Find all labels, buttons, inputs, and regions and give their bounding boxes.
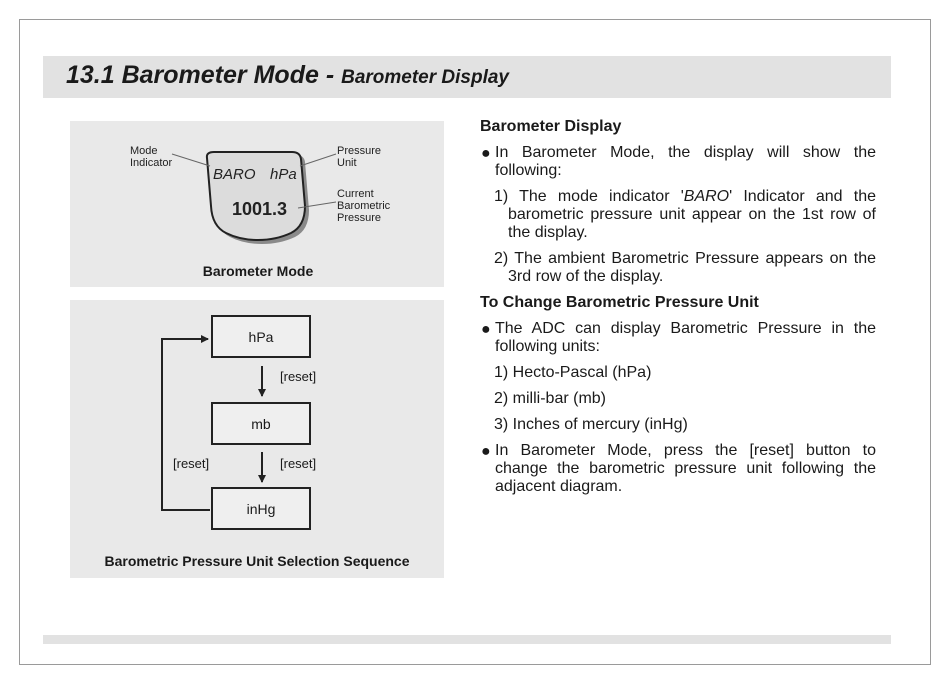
item-emphasis: BARO [683, 188, 730, 205]
unit-box-mb: mb [211, 402, 311, 445]
bullet-press-reset: ● In Barometer Mode, press the [reset] b… [480, 442, 876, 496]
unit-list-item: 1) Hecto-Pascal (hPa) [494, 364, 652, 381]
heading-change-unit: To Change Barometric Pressure Unit [480, 294, 759, 311]
barometer-mode-caption: Barometer Mode [202, 263, 314, 279]
bullet-icon: ● [481, 443, 491, 460]
mode-leader-line [171, 153, 211, 167]
unit-list-item: 2) milli-bar (mb) [494, 390, 606, 407]
item-text: ' Indicator and the barometric pressure … [508, 188, 876, 241]
callout-line: Pressure [337, 212, 382, 224]
mode-indicator-callout: Mode Indicator [130, 145, 172, 169]
page-frame [19, 19, 931, 665]
heading-barometer-display: Barometer Display [480, 118, 622, 135]
lcd-bezel [205, 151, 307, 242]
callout-line: Barometric [337, 200, 391, 212]
callout-line: Current [337, 188, 374, 200]
title-main-text: 13.1 Barometer Mode - [66, 61, 342, 89]
arrow-inhg-to-hpa [161, 335, 210, 511]
bullet-text: In Barometer Mode, press the [reset] but… [495, 442, 876, 495]
bullet-icon: ● [481, 145, 491, 162]
bullet-display-shows: ● In Barometer Mode, the display will sh… [480, 144, 876, 180]
unit-leader-line [299, 153, 337, 167]
current-pressure-callout: Current Barometric Pressure [337, 188, 390, 224]
title-subtitle: Barometer Display [341, 67, 509, 88]
lcd-pressure-unit: hPa [270, 166, 297, 183]
lcd-mode-indicator: BARO [213, 166, 256, 183]
bullet-units-intro: ● The ADC can display Barometric Pressur… [480, 320, 876, 356]
instructions-column: Barometer Display ● In Barometer Mode, t… [480, 118, 876, 496]
callout-line: Pressure [337, 145, 382, 157]
sequence-arrows [161, 335, 266, 511]
callout-line: Indicator [130, 157, 173, 169]
reset-label-hpa-mb: [reset] [280, 369, 317, 384]
pressure-leader-line [297, 201, 337, 209]
callout-line: Unit [337, 157, 357, 169]
lcd-pressure-value: 1001.3 [232, 199, 288, 219]
bullet-text: In Barometer Mode, the display will show… [495, 144, 876, 179]
item-mode-indicator: 1) The mode indicator 'BARO' Indicator a… [480, 188, 876, 242]
item-text: 1) The mode indicator ' [494, 188, 684, 205]
bullet-icon: ● [481, 321, 491, 338]
bullet-text: The ADC can display Barometric Pressure … [495, 320, 876, 355]
sequence-caption: Barometric Pressure Unit Selection Seque… [104, 553, 410, 569]
reset-label-mb-inhg: [reset] [280, 456, 317, 471]
lcd-illustration [171, 151, 337, 244]
pressure-unit-callout: Pressure Unit [337, 145, 381, 169]
unit-box-inhg: inHg [211, 487, 311, 530]
reset-label-loop: [reset] [173, 456, 210, 471]
title-band [43, 56, 891, 98]
page-title: 13.1 Barometer Mode - Barometer Display [66, 61, 509, 90]
unit-box-hpa: hPa [211, 315, 311, 358]
callout-line: Mode [130, 145, 158, 157]
unit-list-item: 3) Inches of mercury (inHg) [494, 416, 688, 433]
footer-band [43, 635, 891, 644]
item-ambient-pressure: 2) The ambient Barometric Pressure appea… [494, 250, 876, 285]
